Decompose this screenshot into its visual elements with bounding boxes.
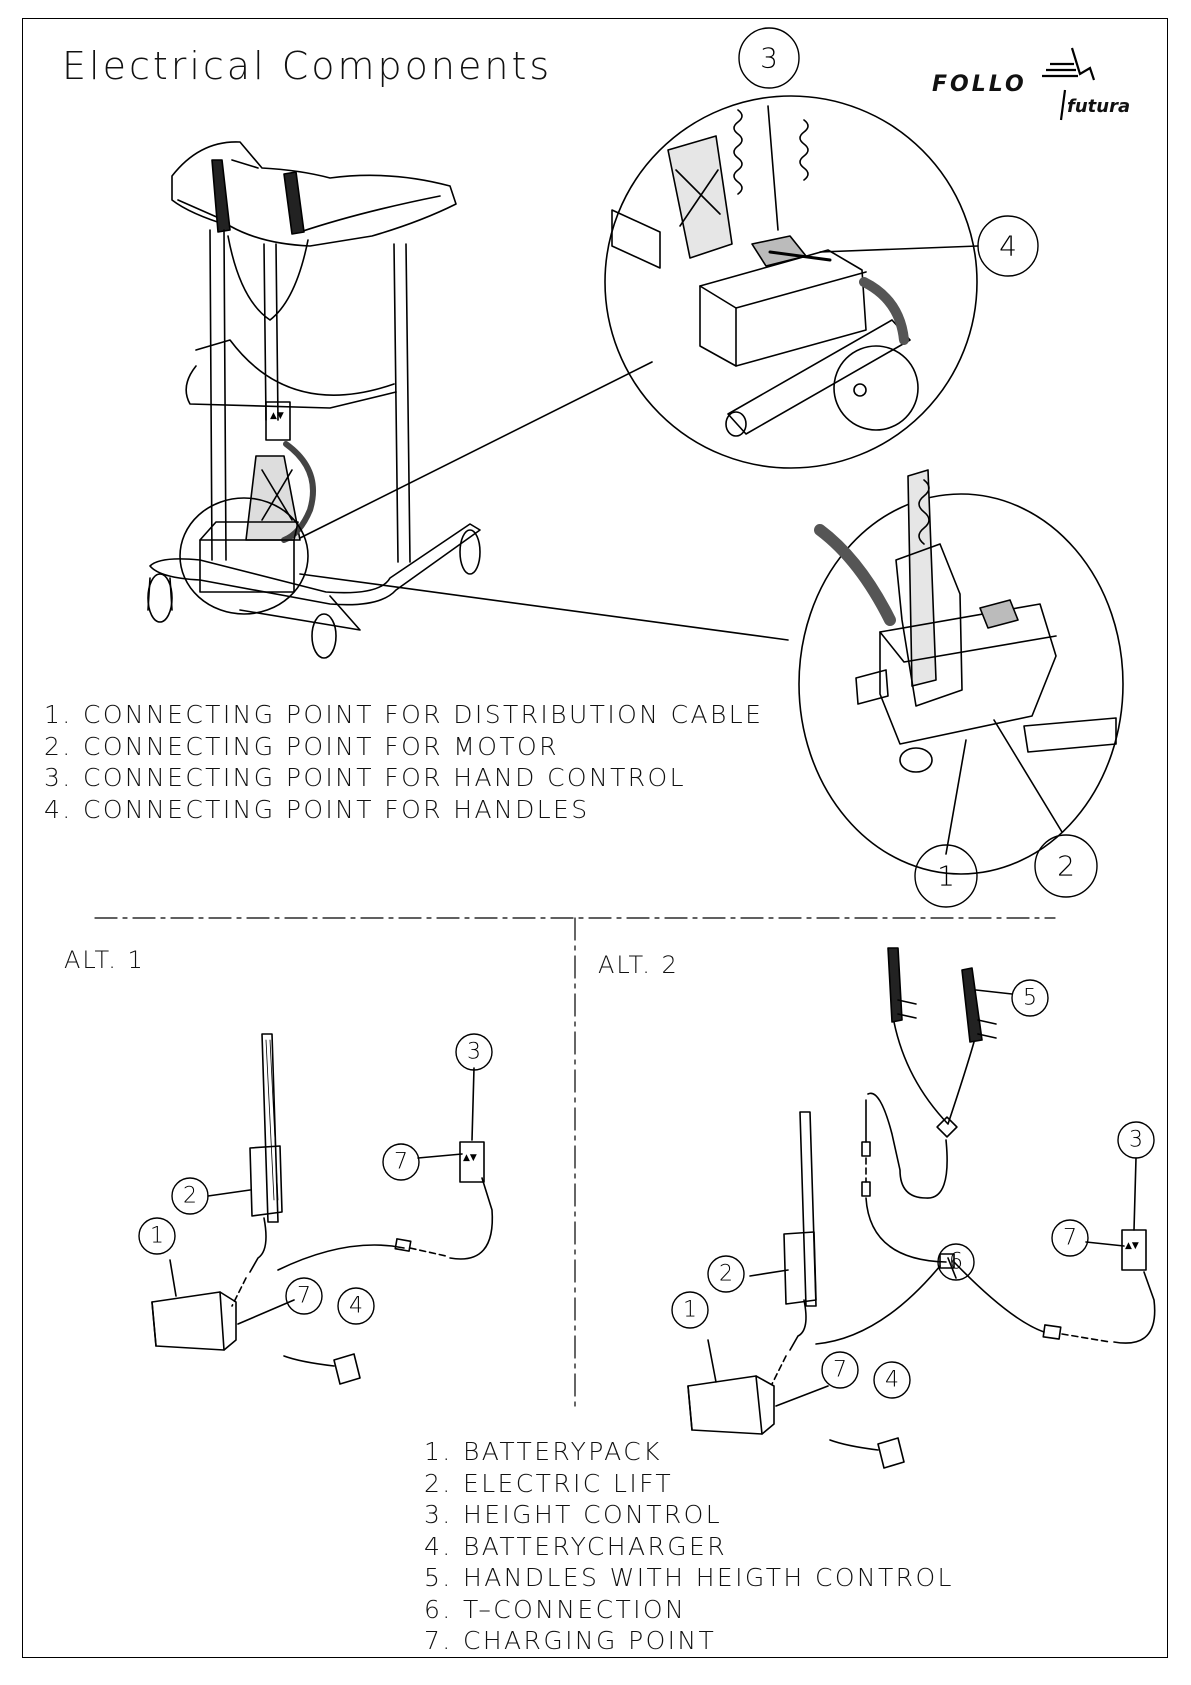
legend-item: 5. HANDLES WITH HEIGTH CONTROL [424, 1563, 954, 1592]
legend-item: 2. CONNECTING POINT FOR MOTOR [44, 731, 559, 761]
components-legend: 1. BATTERYPACK 2. ELECTRIC LIFT 3. HEIGH… [424, 1436, 954, 1657]
callout-detail-1: 1 [937, 860, 955, 893]
alt1-label: ALT. 1 [64, 946, 145, 974]
connecting-points-legend: 1. CONNECTING POINT FOR DISTRIBUTION CAB… [44, 699, 763, 825]
callout-alt1: 7 [394, 1150, 408, 1175]
drawing-frame [22, 18, 1168, 1658]
logo-main-text: FOLLO [932, 72, 1027, 97]
svg-text:▲▼: ▲▼ [270, 411, 284, 421]
brand-logo: FOLLO futura [930, 44, 1140, 124]
callout-detail-4: 4 [999, 230, 1017, 263]
detail-view-top [604, 95, 979, 469]
detail-view-bottom [798, 469, 1124, 875]
callout-alt2: 1 [683, 1298, 697, 1323]
legend-item: 3. HEIGHT CONTROL [424, 1500, 723, 1529]
callout-detail-3: 3 [760, 42, 778, 75]
alt2-label: ALT. 2 [598, 951, 679, 979]
svg-text:▲▼: ▲▼ [463, 1153, 477, 1163]
callout-detail-2: 2 [1057, 850, 1075, 883]
callout-alt2: 6 [949, 1250, 963, 1275]
alt2-diagram: ▲▼ [687, 947, 1156, 1469]
legend-item: 7. CHARGING POINT [424, 1626, 717, 1655]
legend-item: 4. BATTERYCHARGER [424, 1531, 727, 1561]
legend-item: 1. CONNECTING POINT FOR DISTRIBUTION CAB… [44, 700, 764, 729]
callout-alt1: 4 [349, 1294, 363, 1319]
walker-frame: ▲▼ [147, 141, 789, 659]
callout-alt2: 3 [1129, 1128, 1143, 1153]
legend-item: 6. T–CONNECTION [424, 1594, 687, 1624]
page-title: Electrical Components [62, 44, 553, 88]
callout-alt1: 1 [150, 1224, 164, 1249]
alt1-diagram: ▲▼ [151, 1033, 494, 1385]
callout-alt1: 3 [467, 1040, 481, 1065]
svg-text:▲▼: ▲▼ [1125, 1241, 1139, 1251]
callout-alt1: 7 [297, 1284, 311, 1309]
legend-item: 4. CONNECTING POINT FOR HANDLES [44, 794, 590, 824]
callout-alt2: 7 [833, 1358, 847, 1383]
legend-item: 2. ELECTRIC LIFT [424, 1468, 674, 1498]
legend-item: 1. BATTERYPACK [424, 1437, 662, 1466]
callout-alt2: 4 [885, 1368, 899, 1393]
callout-alt1: 2 [183, 1184, 197, 1209]
callout-alt2: 7 [1063, 1226, 1077, 1251]
callout-alt2: 2 [719, 1262, 733, 1287]
legend-item: 3. CONNECTING POINT FOR HAND CONTROL [44, 763, 686, 792]
callout-alt2: 5 [1023, 986, 1037, 1011]
logo-mark-icon [1042, 47, 1096, 121]
logo-sub-text: futura [1067, 96, 1131, 117]
